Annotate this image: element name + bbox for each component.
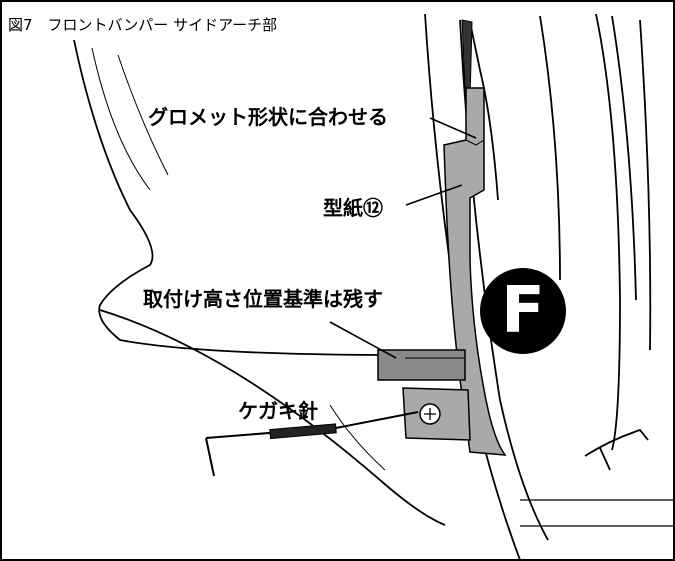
scriber-callout: ケガキ針	[238, 399, 318, 423]
scriber-needle	[205, 411, 419, 477]
leader-lines	[329, 117, 477, 359]
template-callout: 型紙⑫	[323, 196, 383, 220]
reference-callout: 取付け高さ位置基準は残す	[143, 287, 383, 311]
grommet-callout: グロメット形状に合わせる	[148, 105, 388, 129]
bumper-body	[73, 39, 446, 526]
figure-title: 図7 フロントバンパー サイドアーチ部	[8, 16, 278, 34]
f-badge-icon: F	[480, 268, 566, 354]
badge-letter: F	[501, 274, 545, 348]
